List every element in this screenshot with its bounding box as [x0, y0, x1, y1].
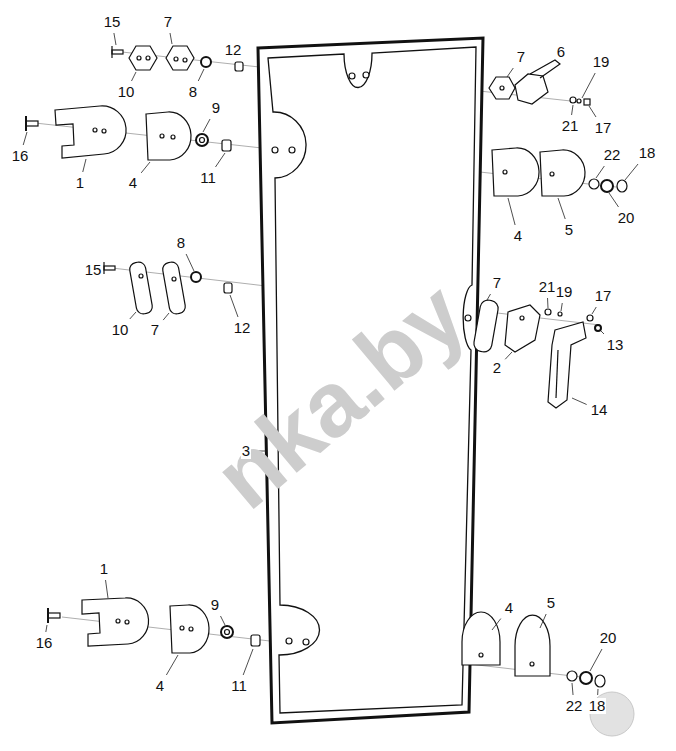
callout-number: 7: [150, 322, 160, 338]
leader-line: [203, 119, 210, 132]
callout-number: 2: [492, 360, 502, 376]
callout-number: 18: [638, 145, 657, 161]
callout-number: 15: [103, 14, 122, 30]
leader-line: [572, 105, 573, 115]
leader-line: [186, 254, 194, 271]
leader-line: [508, 198, 515, 225]
callout-number: 3: [241, 443, 251, 459]
callout-number: 8: [176, 235, 186, 251]
callout-number: 9: [211, 100, 221, 116]
callout-number: 16: [11, 148, 30, 164]
callout-number: 19: [555, 284, 574, 300]
callout-number: 21: [561, 118, 580, 134]
leader-line: [106, 580, 108, 598]
callout-number: 5: [564, 222, 574, 238]
leader-line: [215, 153, 225, 167]
leader-line: [625, 164, 638, 180]
leader-line: [230, 295, 238, 317]
leader-line: [114, 33, 116, 45]
watermark: nka.by: [199, 266, 481, 524]
leader-line: [582, 73, 595, 98]
callout-number: 4: [155, 678, 165, 694]
callout-number: 16: [35, 635, 54, 651]
leader-line: [592, 307, 596, 314]
leader-line: [601, 331, 604, 334]
leader-line: [130, 312, 136, 319]
leader-line: [166, 655, 178, 675]
leader-line: [572, 398, 587, 405]
leader-line: [132, 72, 137, 81]
callout-number: 1: [75, 175, 85, 191]
callout-number: 19: [592, 54, 611, 70]
callout-number: 14: [590, 402, 609, 418]
leader-line: [46, 625, 47, 632]
parts: [26, 46, 627, 687]
leader-line: [540, 614, 546, 628]
leader-line: [589, 106, 596, 117]
leader-line: [198, 69, 204, 81]
callout-number: 20: [617, 210, 636, 226]
callout-number: 22: [603, 147, 622, 163]
callout-number: 17: [594, 120, 613, 136]
leader-line: [221, 616, 226, 625]
callout-number: 4: [128, 175, 138, 191]
leader-line: [23, 132, 27, 145]
callout-number: 4: [513, 228, 523, 244]
leader-line: [597, 689, 598, 695]
callout-number: 4: [504, 600, 514, 616]
callout-number: 12: [233, 320, 252, 336]
callout-number: 20: [599, 630, 618, 646]
leader-line: [558, 198, 565, 219]
leader-line: [572, 683, 573, 695]
callout-number: 11: [230, 678, 248, 694]
callout-number: 15: [84, 262, 103, 278]
callout-number: 5: [546, 595, 556, 611]
callout-number: 18: [588, 698, 607, 714]
callout-number: 12: [224, 42, 243, 58]
leader-line: [83, 159, 86, 172]
callout-number: 7: [492, 275, 502, 291]
leader-line: [596, 166, 604, 178]
callout-number: 10: [117, 84, 136, 100]
callout-number: 7: [163, 14, 173, 30]
leader-line: [609, 193, 619, 207]
leader-line: [507, 68, 513, 77]
leader-line: [487, 294, 491, 300]
callout-number: 21: [538, 279, 557, 295]
callout-number: 7: [516, 49, 526, 65]
callout-number: 11: [199, 170, 217, 186]
callout-number: 1: [99, 561, 109, 577]
callout-number: 8: [188, 84, 198, 100]
leader-line: [561, 303, 562, 311]
callout-number: 10: [111, 322, 130, 338]
callout-number: 13: [606, 337, 625, 353]
callout-number: 22: [565, 698, 584, 714]
leader-line: [590, 649, 602, 671]
leader-line: [243, 649, 253, 675]
leader-line: [505, 352, 512, 359]
leader-line: [141, 162, 150, 173]
leader-line: [170, 33, 172, 44]
callout-number: 9: [210, 597, 220, 613]
leader-line: [492, 619, 501, 630]
leader-line: [547, 298, 548, 308]
leader-line: [163, 313, 169, 320]
callout-number: 6: [556, 44, 566, 60]
callout-number: 17: [594, 288, 613, 304]
